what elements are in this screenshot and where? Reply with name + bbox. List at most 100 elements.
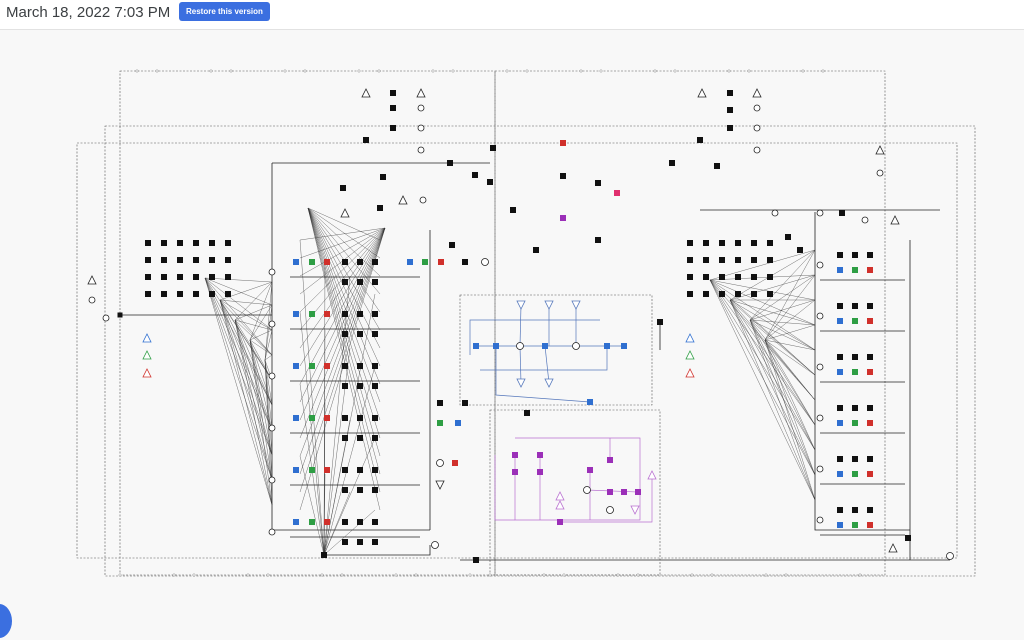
model-diagram-canvas[interactable] xyxy=(0,30,1024,640)
frame-junction xyxy=(192,573,196,577)
model-node xyxy=(767,257,773,263)
model-node xyxy=(735,240,741,246)
link-line xyxy=(264,359,273,431)
link-line xyxy=(249,304,273,341)
model-node xyxy=(669,160,675,166)
model-node xyxy=(293,467,299,473)
model-node xyxy=(357,539,363,545)
model-node xyxy=(797,247,803,253)
model-node xyxy=(727,90,733,96)
model-node xyxy=(837,456,843,462)
frame-junction xyxy=(710,573,714,577)
model-node xyxy=(145,291,151,297)
model-node xyxy=(867,420,873,426)
link-line xyxy=(204,277,273,506)
frame-junction xyxy=(172,573,176,577)
model-node xyxy=(867,252,873,258)
model-node xyxy=(867,267,873,273)
source-sink-node xyxy=(416,88,426,98)
model-node xyxy=(372,467,378,473)
group-frame xyxy=(76,142,958,559)
link-line xyxy=(204,277,273,431)
model-node xyxy=(697,137,703,143)
model-node xyxy=(735,291,741,297)
model-node xyxy=(372,435,378,441)
link-line xyxy=(729,299,816,451)
link-line xyxy=(219,299,273,506)
link-line xyxy=(519,345,522,384)
link-line xyxy=(480,346,608,371)
link-line xyxy=(749,319,816,426)
source-sink-node xyxy=(685,350,695,360)
model-node xyxy=(621,489,627,495)
frame-junction xyxy=(303,69,307,73)
restore-version-button[interactable]: Restore this version xyxy=(179,2,270,21)
model-node xyxy=(177,274,183,280)
frame-junction xyxy=(246,573,250,577)
frame-junction xyxy=(377,69,381,73)
model-node xyxy=(687,240,693,246)
model-node xyxy=(560,215,566,221)
model-node xyxy=(719,240,725,246)
model-node xyxy=(372,331,378,337)
source-sink-node xyxy=(142,350,152,360)
junction-node xyxy=(946,552,954,560)
link-line xyxy=(249,281,273,341)
circle-action-icon[interactable] xyxy=(0,604,12,638)
frame-junction xyxy=(155,69,159,73)
link-line xyxy=(234,319,273,456)
link-line xyxy=(560,475,653,523)
model-node xyxy=(852,369,858,375)
model-node xyxy=(727,107,733,113)
junction-node xyxy=(753,124,761,132)
junction-node xyxy=(268,424,276,432)
junction-node xyxy=(417,124,425,132)
link-line xyxy=(323,491,351,556)
model-node xyxy=(687,291,693,297)
model-node xyxy=(342,383,348,389)
model-node xyxy=(357,435,363,441)
model-node xyxy=(193,240,199,246)
frame-junction xyxy=(690,573,694,577)
link-line xyxy=(299,227,386,277)
junction-node xyxy=(606,506,614,514)
model-node xyxy=(372,519,378,525)
frame-junction xyxy=(135,69,139,73)
junction-node xyxy=(102,314,110,322)
link-line xyxy=(709,279,816,426)
link-line xyxy=(729,299,816,376)
model-node xyxy=(438,259,444,265)
model-node xyxy=(735,274,741,280)
model-node xyxy=(493,343,499,349)
frame-junction xyxy=(542,573,546,577)
link-line xyxy=(299,227,386,241)
link-line xyxy=(749,274,816,321)
model-node xyxy=(390,125,396,131)
frame-junction xyxy=(209,69,213,73)
model-node xyxy=(751,274,757,280)
model-node xyxy=(727,125,733,131)
model-node xyxy=(177,240,183,246)
link-line xyxy=(469,319,600,355)
model-node xyxy=(357,259,363,265)
frame-junction xyxy=(357,69,361,73)
model-node xyxy=(703,240,709,246)
link-line xyxy=(323,419,351,556)
model-node xyxy=(537,452,543,458)
link-line xyxy=(749,319,816,326)
junction-node xyxy=(816,312,824,320)
model-node xyxy=(449,242,455,248)
source-sink-node xyxy=(340,208,350,218)
link-line xyxy=(204,277,273,481)
model-node xyxy=(209,274,215,280)
link-line xyxy=(764,339,816,426)
link-line xyxy=(323,437,376,556)
model-node xyxy=(512,452,518,458)
junction-node xyxy=(753,104,761,112)
link-line xyxy=(234,319,273,506)
model-node xyxy=(342,415,348,421)
model-node xyxy=(607,457,613,463)
model-node xyxy=(372,539,378,545)
junction-node xyxy=(481,258,489,266)
model-node xyxy=(852,471,858,477)
